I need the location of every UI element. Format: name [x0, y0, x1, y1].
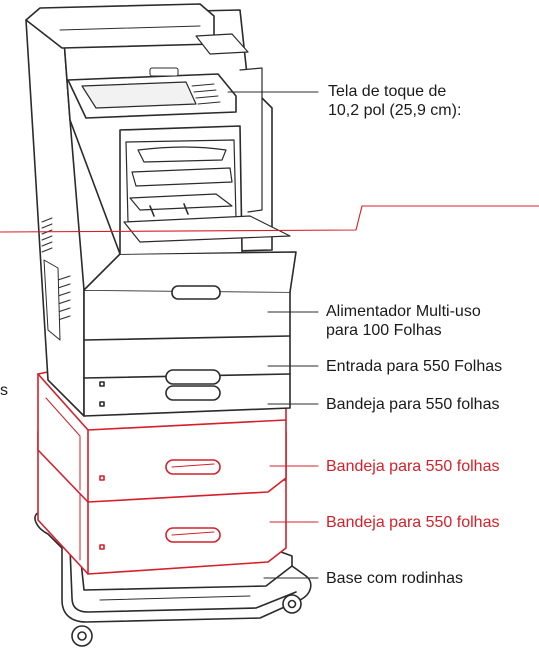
label-fragment-left: s	[0, 382, 8, 399]
label-tray-550-optional-2: Bandeja para 550 folhas	[326, 514, 500, 531]
label-caster-base: Base com rodinhas	[326, 570, 463, 587]
label-input-550: Entrada para 550 Folhas	[326, 358, 503, 375]
label-touchscreen: Tela de toque de 10,2 pol (25,9 cm):	[328, 83, 462, 119]
printer-body	[25, 3, 297, 417]
label-tray-550-standard: Bandeja para 550 folhas	[326, 396, 500, 413]
leader-lines	[0, 91, 539, 579]
label-multipurpose-feeder: Alimentador Multi-uso para 100 Folhas	[326, 303, 481, 339]
label-tray-550-optional-1: Bandeja para 550 folhas	[326, 458, 500, 475]
